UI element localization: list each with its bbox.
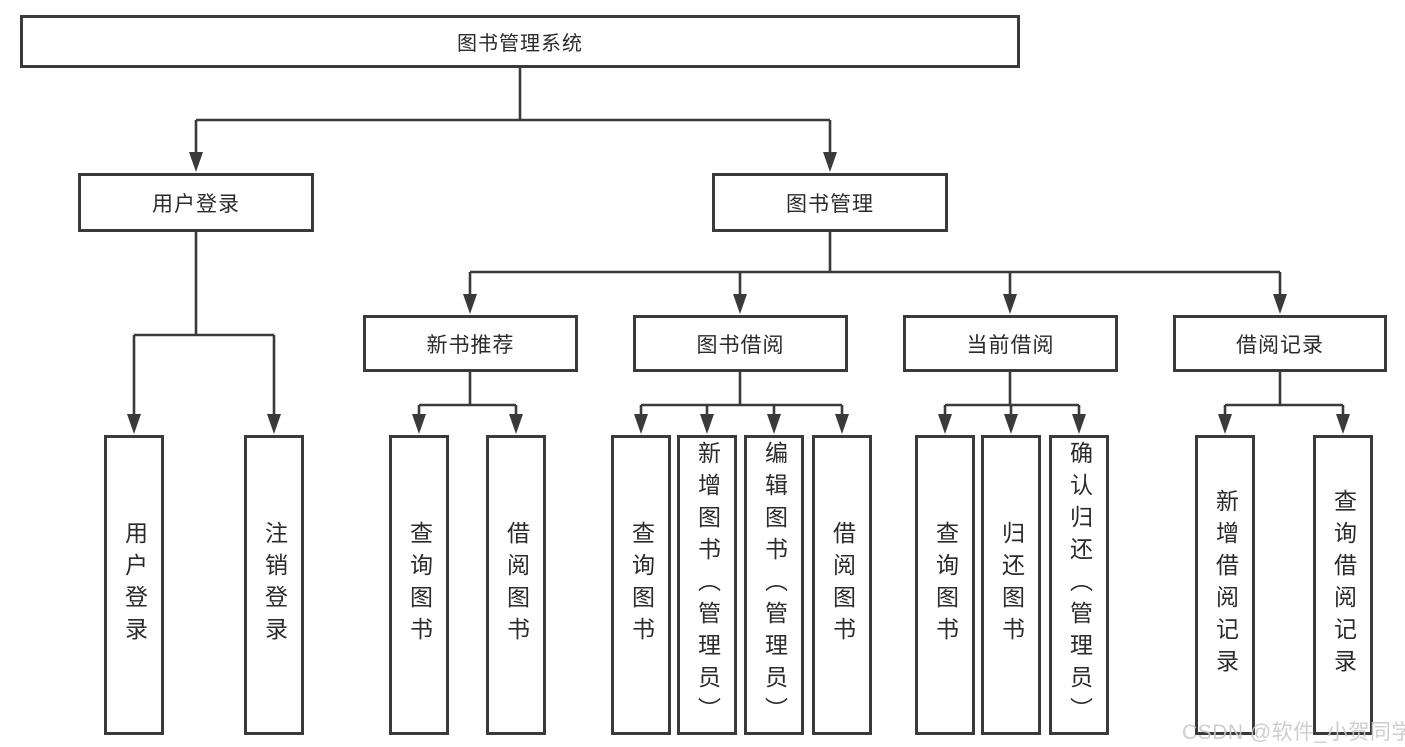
connector-newbook-to-leaves [417,372,518,416]
connector-current-to-leaves [943,372,1081,416]
leaf-confirm-return-admin: 确认归还（管理员） [1049,435,1109,735]
node-book-management: 图书管理 [712,173,948,232]
leaf-return-books: 归还图书 [981,435,1041,735]
connector-userlogin-to-leaves [132,232,276,416]
leaf-logout: 注销登录 [244,435,304,735]
node-user-login: 用户登录 [78,173,314,232]
leaf-query-books-recommend: 查询图书 [389,435,449,735]
node-book-borrowing: 图书借阅 [633,315,848,372]
node-new-book-recommendation: 新书推荐 [363,315,578,372]
connector-bookmgmt-to-level3 [468,232,1282,296]
leaf-query-books-current: 查询图书 [915,435,975,735]
leaf-query-borrow-record: 查询借阅记录 [1313,435,1373,735]
connector-borrow-to-leaves [639,372,844,416]
connector-records-to-leaves [1223,372,1345,416]
leaf-add-books-admin: 新增图书（管理员） [677,435,737,735]
leaf-add-borrow-record: 新增借阅记录 [1195,435,1255,735]
node-library-management-system: 图书管理系统 [20,15,1020,68]
node-borrowing-records: 借阅记录 [1173,315,1387,372]
leaf-borrow-books-recommend: 借阅图书 [486,435,546,735]
node-current-borrowing: 当前借阅 [903,315,1118,372]
leaf-user-login: 用户登录 [104,435,164,735]
leaf-query-books-borrowing: 查询图书 [611,435,671,735]
csdn-watermark: CSDN @软件_小贺同学 [1182,721,1405,744]
leaf-edit-books-admin: 编辑图书（管理员） [744,435,804,735]
arrowheads [127,152,1350,434]
leaf-borrow-books-borrowing: 借阅图书 [812,435,872,735]
connector-root-to-level2 [194,68,832,154]
